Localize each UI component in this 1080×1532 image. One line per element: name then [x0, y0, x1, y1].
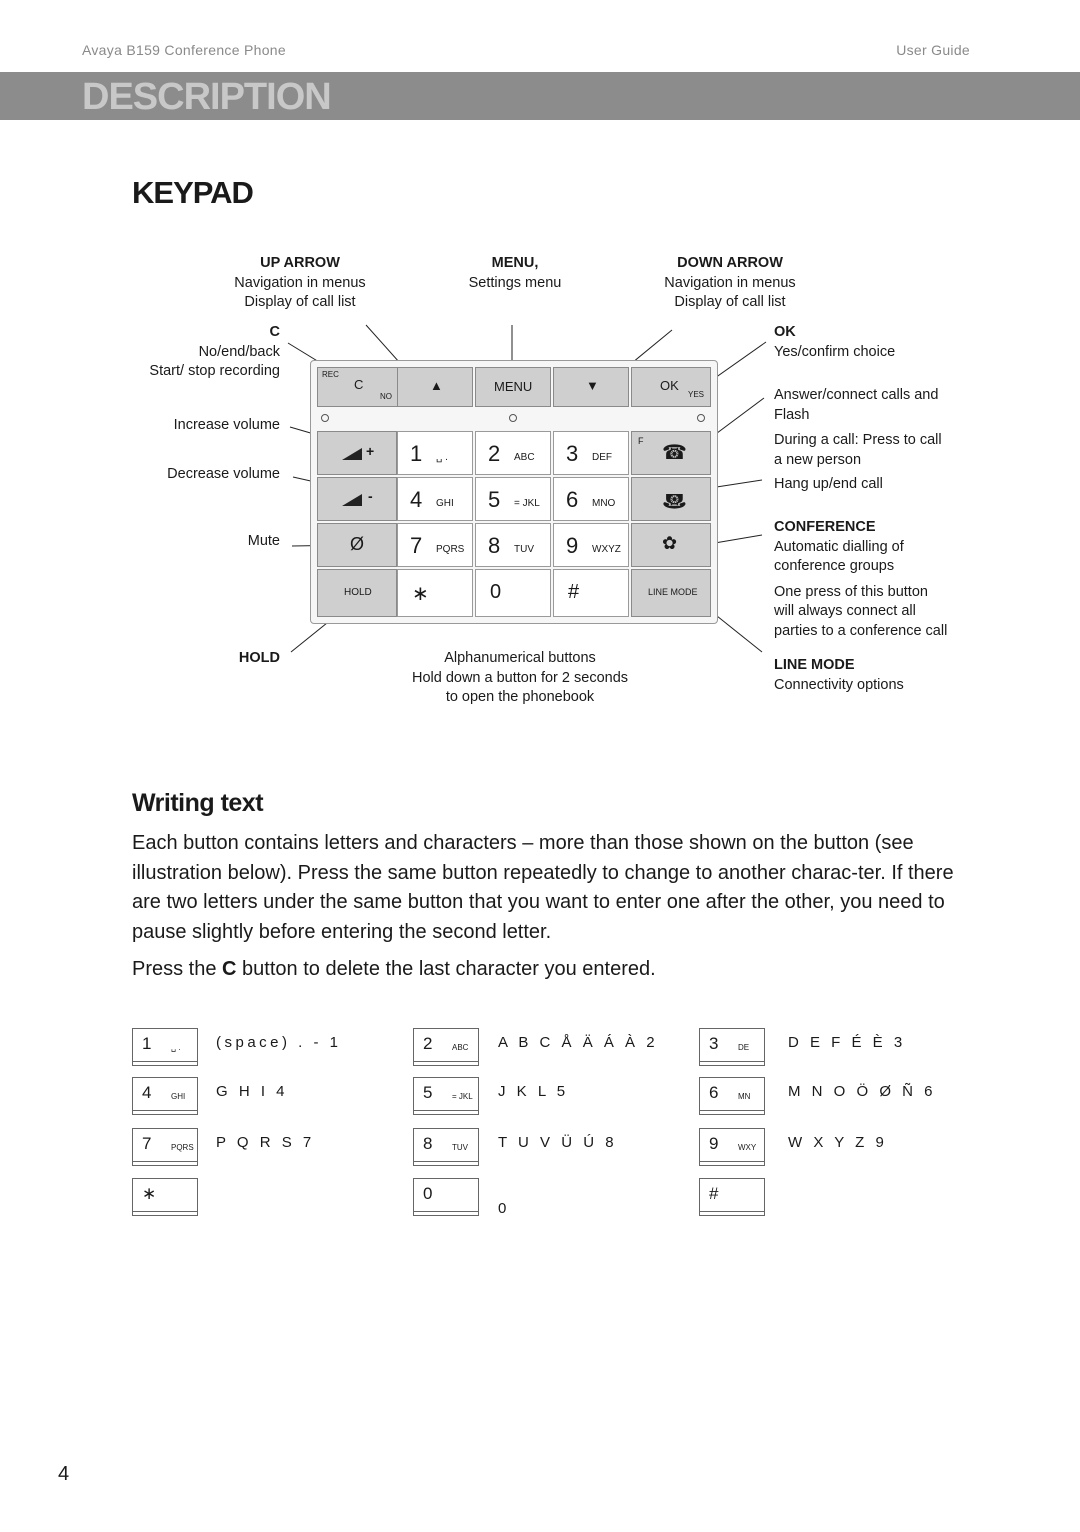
key-illustration: 1␣ . [132, 1028, 198, 1066]
key-characters: (space) . - 1 [216, 1034, 342, 1051]
callout-alphanumerical: Alphanumerical buttons Hold down a butto… [411, 650, 629, 705]
volume-down-key[interactable]: - [317, 477, 397, 521]
key-characters: M N O Ö Ø Ñ 6 [788, 1083, 937, 1100]
led-center [509, 414, 517, 422]
key-5[interactable]: 5= JKL [475, 477, 551, 521]
callout-down-arrow: DOWN ARROW Navigation in menus Display o… [664, 255, 796, 310]
mute-icon: Ø [350, 534, 365, 554]
volume-icon [342, 448, 362, 460]
callout-mute: Mute [247, 533, 280, 549]
ok-key[interactable]: OK YES [631, 367, 711, 407]
down-arrow-key[interactable]: ▼ [553, 367, 629, 407]
mute-key[interactable]: Ø [317, 523, 397, 567]
delete-instruction: Press the C button to delete the last ch… [132, 958, 656, 980]
keypad-heading: KEYPAD [132, 175, 254, 210]
key-characters: A B C Å Ä Á À 2 [498, 1034, 659, 1051]
callout-conference: CONFERENCE Automatic dialling of confere… [774, 519, 948, 639]
key-illustration: 0 [413, 1178, 479, 1216]
conference-key[interactable]: ✿ [631, 523, 711, 567]
callout-ok: OK Yes/confirm choice [774, 324, 896, 360]
key-0[interactable]: 0 [475, 569, 551, 617]
document-title: Avaya B159 Conference Phone [82, 42, 286, 58]
c-key[interactable]: REC C NO [317, 367, 399, 407]
key-star[interactable]: ∗ [397, 569, 473, 617]
led-left [321, 414, 329, 422]
writing-text-paragraph: Each button contains letters and charact… [132, 832, 954, 943]
callout-decrease-volume: Decrease volume [167, 466, 280, 482]
callout-c: C No/end/back Start/ stop recording [149, 324, 280, 379]
key-characters: J K L 5 [498, 1083, 569, 1100]
section-title: DESCRIPTION [82, 76, 332, 118]
led-right [697, 414, 705, 422]
key-illustration: 5= JKL [413, 1077, 479, 1115]
key-characters: D E F É È 3 [788, 1034, 906, 1051]
callout-line-mode: LINE MODE Connectivity options [774, 657, 904, 693]
callout-menu: MENU, Settings menu [468, 255, 562, 291]
up-arrow-key[interactable]: ▲ [397, 367, 473, 407]
hold-key[interactable]: HOLD [317, 569, 397, 617]
conference-icon: ✿ [662, 533, 678, 553]
key-characters: 0 [498, 1200, 510, 1217]
up-arrow-icon: ▲ [430, 378, 443, 393]
callout-answer: Answer/connect calls and Flash During a … [774, 387, 942, 468]
volume-up-key[interactable]: + [317, 431, 397, 475]
callout-hangup: Hang up/end call [774, 476, 883, 492]
volume-icon [342, 494, 362, 506]
callout-increase-volume: Increase volume [173, 417, 280, 433]
phone-answer-icon: ☎ [662, 442, 687, 464]
page-number: 4 [58, 1463, 70, 1485]
key-hash[interactable]: # [553, 569, 629, 617]
callout-hold: HOLD [238, 650, 280, 666]
menu-key[interactable]: MENU [475, 367, 551, 407]
key-characters: P Q R S 7 [216, 1134, 315, 1151]
guide-label: User Guide [896, 42, 970, 58]
callout-up-arrow: UP ARROW Navigation in menus Display of … [234, 255, 366, 310]
hangup-key[interactable]: ☎ [631, 477, 711, 521]
key-characters: G H I 4 [216, 1083, 289, 1100]
phone-hangup-icon: ☎ [662, 489, 687, 511]
key-characters: W X Y Z 9 [788, 1134, 888, 1151]
key-illustration: # [699, 1178, 765, 1216]
callout-lines [287, 324, 767, 653]
key-1[interactable]: 1␣ . [397, 431, 473, 475]
key-characters: T U V Ü Ú 8 [498, 1134, 618, 1151]
writing-text-heading: Writing text [132, 789, 264, 817]
down-arrow-icon: ▼ [586, 378, 599, 393]
line-mode-key[interactable]: LINE MODE [631, 569, 711, 617]
section-banner: DESCRIPTION [0, 72, 1080, 120]
key-illustration: ∗ [132, 1178, 198, 1216]
answer-key[interactable]: F ☎ [631, 431, 711, 475]
keypad-illustration: REC C NO ▲ MENU ▼ OK YES + - Ø HOLD F ☎ … [310, 360, 718, 624]
